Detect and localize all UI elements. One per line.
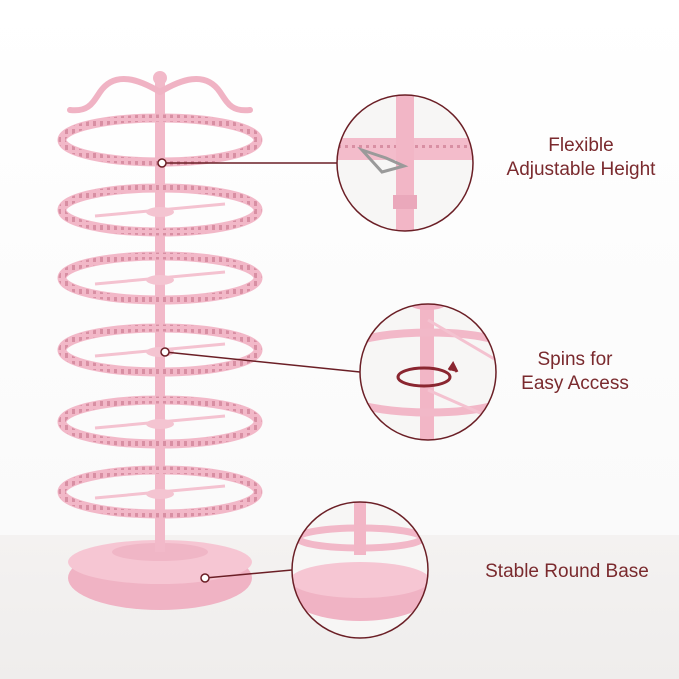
rack-base	[68, 540, 252, 610]
callout-label-line: Spins for	[537, 349, 613, 370]
callout-label-line: Flexible	[548, 135, 614, 156]
callout-circle-base	[291, 501, 429, 639]
callout-label-line: Easy Access	[521, 373, 629, 394]
top-hooks	[67, 76, 253, 114]
callout-label-spin: Spins for Easy Access	[505, 348, 645, 396]
callout-circle-height	[336, 94, 474, 232]
tier-5	[57, 395, 263, 449]
callout-label-line: Stable Round Base	[485, 561, 649, 582]
rack-pole	[155, 82, 165, 552]
tier-2	[57, 183, 263, 237]
callout-label-height: Flexible Adjustable Height	[490, 134, 672, 182]
callout-label-line: Adjustable Height	[506, 159, 656, 180]
tier-4	[57, 323, 263, 377]
callout-label-base: Stable Round Base	[462, 560, 672, 584]
callout-connectors	[157, 158, 361, 583]
callout-circle-spin	[359, 303, 497, 441]
rotate-arrows-icon	[396, 361, 459, 388]
